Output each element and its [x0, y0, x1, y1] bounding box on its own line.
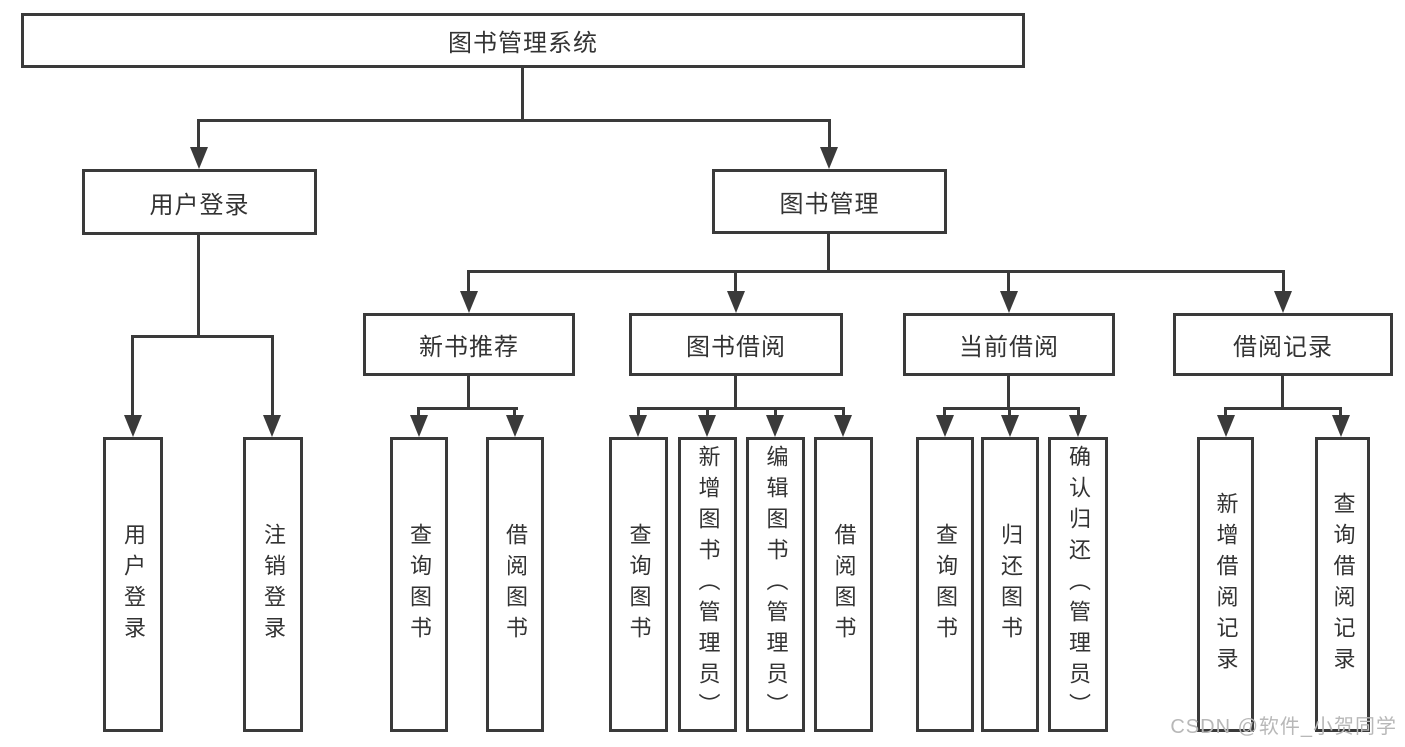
- leaf-recommend-query-books: 查询图书: [390, 437, 448, 732]
- connector: [1007, 270, 1010, 295]
- arrow-down-icon: [629, 415, 647, 437]
- leaf-recommend-borrow-books: 借阅图书: [486, 437, 544, 732]
- connector: [828, 119, 831, 150]
- node-book-management: 图书管理: [712, 169, 947, 234]
- connector: [734, 270, 737, 295]
- connector: [734, 376, 737, 410]
- leaf-user-login: 用户登录: [103, 437, 163, 732]
- connector: [131, 335, 134, 418]
- connector: [1281, 376, 1284, 410]
- leaf-borrow-query-books: 查询图书: [609, 437, 668, 732]
- arrow-down-icon: [834, 415, 852, 437]
- connector: [467, 376, 470, 410]
- connector: [1008, 407, 1011, 419]
- connector: [197, 119, 831, 122]
- connector: [1077, 407, 1080, 419]
- node-root: 图书管理系统: [21, 13, 1025, 68]
- connector: [637, 407, 640, 419]
- connector: [197, 119, 200, 150]
- connector: [271, 335, 274, 418]
- leaf-current-confirm-return-admin: 确认归还（管理员）: [1048, 437, 1108, 732]
- leaf-records-query-record: 查询借阅记录: [1315, 437, 1370, 732]
- arrow-down-icon: [263, 415, 281, 437]
- arrow-down-icon: [124, 415, 142, 437]
- connector: [1224, 407, 1342, 410]
- arrow-down-icon: [820, 147, 838, 169]
- arrow-down-icon: [1069, 415, 1087, 437]
- leaf-borrow-borrow-books: 借阅图书: [814, 437, 873, 732]
- connector: [827, 233, 830, 273]
- leaf-borrow-add-books-admin: 新增图书（管理员）: [678, 437, 737, 732]
- connector: [943, 407, 1080, 410]
- node-current-borrow: 当前借阅: [903, 313, 1115, 376]
- node-new-book-recommend: 新书推荐: [363, 313, 575, 376]
- connector: [467, 270, 1285, 273]
- arrow-down-icon: [698, 415, 716, 437]
- arrow-down-icon: [506, 415, 524, 437]
- connector: [1224, 407, 1227, 419]
- connector: [774, 407, 777, 419]
- leaf-borrow-edit-books-admin: 编辑图书（管理员）: [746, 437, 805, 732]
- arrow-down-icon: [1217, 415, 1235, 437]
- arrow-down-icon: [410, 415, 428, 437]
- node-book-borrow: 图书借阅: [629, 313, 843, 376]
- arrow-down-icon: [1274, 291, 1292, 313]
- arrow-down-icon: [1000, 291, 1018, 313]
- connector: [706, 407, 709, 419]
- connector: [637, 407, 845, 410]
- leaf-logout: 注销登录: [243, 437, 303, 732]
- csdn-watermark: CSDN @软件_小贺同学: [1170, 716, 1397, 738]
- node-borrow-records: 借阅记录: [1173, 313, 1393, 376]
- arrow-down-icon: [460, 291, 478, 313]
- leaf-records-add-record: 新增借阅记录: [1197, 437, 1254, 732]
- arrow-down-icon: [1001, 415, 1019, 437]
- arrow-down-icon: [1332, 415, 1350, 437]
- arrow-down-icon: [727, 291, 745, 313]
- connector: [1339, 407, 1342, 419]
- arrow-down-icon: [936, 415, 954, 437]
- connector: [842, 407, 845, 419]
- connector: [513, 407, 516, 419]
- connector: [131, 335, 274, 338]
- connector: [1282, 270, 1285, 295]
- connector: [417, 407, 420, 419]
- connector: [417, 407, 518, 410]
- arrow-down-icon: [766, 415, 784, 437]
- connector: [467, 270, 470, 295]
- connector: [521, 68, 524, 122]
- connector: [197, 235, 200, 338]
- node-user-login: 用户登录: [82, 169, 317, 235]
- connector: [943, 407, 946, 419]
- leaf-current-return-books: 归还图书: [981, 437, 1039, 732]
- leaf-current-query-books: 查询图书: [916, 437, 974, 732]
- arrow-down-icon: [190, 147, 208, 169]
- connector: [1007, 376, 1010, 410]
